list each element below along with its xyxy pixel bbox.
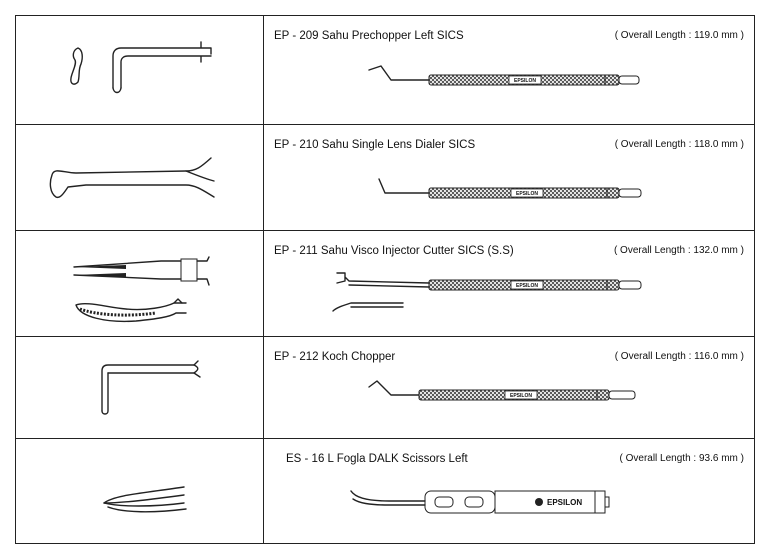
tip-detail-cell: [16, 16, 264, 124]
product-title: ES - 16 L Fogla DALK Scissors Left: [286, 453, 468, 465]
instrument-drawing: EPSILON: [368, 65, 640, 86]
product-title: EP - 209 Sahu Prechopper Left SICS: [274, 30, 464, 42]
overall-length: ( Overall Length : 132.0 mm ): [613, 245, 744, 256]
tip-detail-cell: [16, 337, 264, 438]
brand-logo-text: EPSILON: [516, 191, 538, 197]
brand-logo-text: EPSILON: [516, 283, 538, 289]
product-title: EP - 212 Koch Chopper: [274, 351, 396, 363]
injector-cutter-tip-illustration: [73, 256, 210, 323]
instrument-drawing: EPSILON: [378, 178, 642, 199]
tip-detail-cell: [16, 125, 264, 230]
instrument-drawing: EPSILON: [350, 490, 610, 514]
product-info-cell: EP - 211 Sahu Visco Injector Cutter SICS…: [264, 231, 754, 336]
instrument-drawing: EPSILON: [332, 272, 642, 312]
product-row: EP - 209 Sahu Prechopper Left SICS ( Ove…: [16, 16, 754, 124]
product-row: ES - 16 L Fogla DALK Scissors Left ( Ove…: [16, 438, 754, 543]
product-title: EP - 210 Sahu Single Lens Dialer SICS: [274, 139, 476, 151]
overall-length: ( Overall Length : 116.0 mm ): [614, 351, 744, 362]
overall-length: ( Overall Length : 118.0 mm ): [614, 139, 744, 150]
product-row: EP - 210 Sahu Single Lens Dialer SICS ( …: [16, 124, 754, 230]
koch-chopper-tip-illustration: [101, 360, 201, 415]
product-info-cell: EP - 212 Koch Chopper ( Overall Length :…: [264, 337, 754, 438]
product-title: EP - 211 Sahu Visco Injector Cutter SICS…: [274, 245, 514, 257]
product-info-cell: EP - 210 Sahu Single Lens Dialer SICS ( …: [264, 125, 754, 230]
brand-logo-text: EPSILON: [547, 498, 582, 507]
lens-dialer-tip-illustration: [49, 157, 215, 199]
product-row: EP - 211 Sahu Visco Injector Cutter SICS…: [16, 230, 754, 336]
overall-length: ( Overall Length : 119.0 mm ): [614, 30, 744, 41]
product-info-cell: ES - 16 L Fogla DALK Scissors Left ( Ove…: [264, 439, 754, 543]
brand-logo-text: EPSILON: [510, 393, 532, 399]
scissors-tip-illustration: [103, 486, 187, 513]
overall-length: ( Overall Length : 93.6 mm ): [619, 453, 745, 464]
tip-detail-cell: [16, 231, 264, 336]
tip-detail-cell: [16, 439, 264, 543]
product-row: EP - 212 Koch Chopper ( Overall Length :…: [16, 336, 754, 438]
catalog-table: EP - 209 Sahu Prechopper Left SICS ( Ove…: [15, 15, 755, 544]
brand-logo-text: EPSILON: [514, 78, 536, 84]
prechopper-tip-illustration: [70, 41, 212, 94]
instrument-drawing: EPSILON: [368, 380, 636, 401]
product-info-cell: EP - 209 Sahu Prechopper Left SICS ( Ove…: [264, 16, 754, 124]
